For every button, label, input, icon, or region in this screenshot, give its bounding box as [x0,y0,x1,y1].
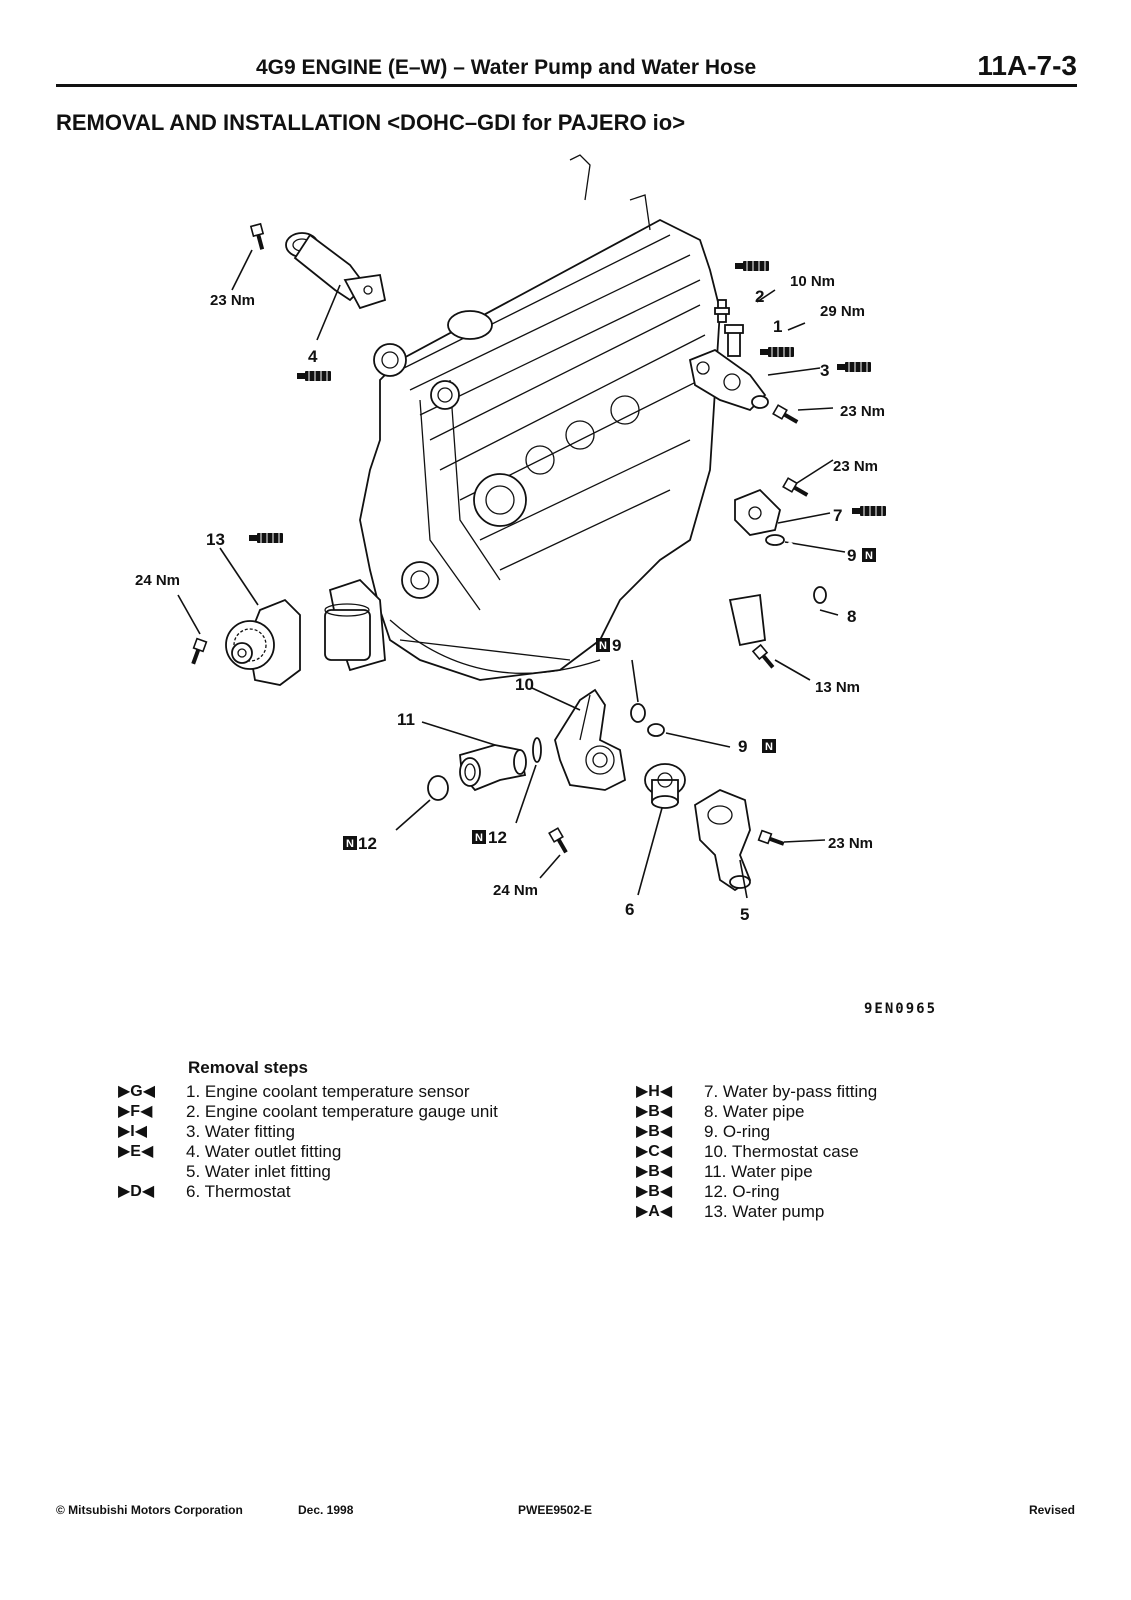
step-text: 2. Engine coolant temperature gauge unit [186,1102,498,1121]
part-2-temp-gauge-unit [714,299,730,323]
service-mark: ▶D◀ [118,1183,155,1200]
part-8-water-pipe [667,542,827,718]
step-row: ▶H◀ 7. Water by-pass fitting [636,1082,877,1102]
step-text: 3. Water fitting [186,1122,295,1141]
exploded-parts-diagram: N [135,154,887,924]
removal-steps-left: ▶G◀1. Engine coolant temperature sensor … [118,1082,516,1202]
callout-3: 3 [820,361,829,380]
torque-label: 23 Nm [833,458,878,475]
step-text: 4. Water outlet fitting [186,1142,342,1161]
torque-label: 13 Nm [815,679,860,696]
part-10-thermostat-case [554,688,626,791]
callout-10: 10 [515,675,534,694]
header-rule [56,84,1077,87]
service-mark: ▶A◀ [636,1203,673,1220]
callout-4: 4 [308,347,318,366]
callout-12: 12 [488,828,507,847]
callout-8: 8 [847,607,856,626]
callout-9: 9 [738,737,747,756]
step-row: ▶D◀ 6. Thermostat [118,1182,516,1202]
engine-block-drawing [324,154,721,681]
step-row: ▶E◀ 4. Water outlet fitting [118,1142,516,1162]
callout-6: 6 [625,900,634,919]
step-text: 13. Water pump [704,1202,825,1221]
torque-label: 23 Nm [840,403,885,420]
callout-1: 1 [773,317,782,336]
service-mark: ▶H◀ [636,1083,673,1100]
footer-copyright: © Mitsubishi Motors Corporation [56,1503,243,1517]
service-mark: ▶B◀ [636,1123,673,1140]
footer-status: Revised [1028,1503,1075,1517]
removal-steps-right: ▶H◀ 7. Water by-pass fitting ▶B◀ 8. Water … [636,1082,877,1222]
callout-2: 2 [755,287,764,306]
part-5-water-inlet-fitting [694,788,752,892]
service-mark: ▶B◀ [636,1183,673,1200]
part-11-water-pipe [459,744,527,792]
service-mark: ▶B◀ [636,1103,673,1120]
step-row: ▶B◀ 9. O-ring [636,1122,877,1142]
service-mark: ▶B◀ [636,1163,673,1180]
step-text: 1. Engine coolant temperature sensor [186,1082,470,1101]
service-mark: ▶G◀ [118,1083,156,1100]
header-title: 4G9 ENGINE (E–W) – Water Pump and Water … [256,56,757,79]
step-row: ▶B◀ 11. Water pipe [636,1162,877,1182]
step-text: 6. Thermostat [186,1182,291,1201]
step-row: ▶F◀ 2. Engine coolant temperature gauge u… [118,1102,516,1122]
callout-12: 12 [358,834,377,853]
torque-label: 29 Nm [820,303,865,320]
figure-code: 9EN0965 [864,1001,938,1017]
step-text: 11. Water pipe [704,1162,813,1181]
callout-11: 11 [397,710,415,729]
step-row: ▶B◀ 12. O-ring [636,1182,877,1202]
page-number: 11A-7-3 [977,50,1077,81]
torque-label: 23 Nm [828,835,873,852]
part-13-water-pump [225,598,301,686]
removal-steps-title: Removal steps [188,1058,308,1077]
service-mark: ▶I◀ [118,1123,148,1140]
part-6-thermostat [644,763,686,809]
step-text: 10. Thermostat case [704,1142,859,1161]
footer-date: Dec. 1998 [298,1503,354,1517]
part-1-coolant-temp-sensor [724,324,744,357]
step-row: ▶C◀ 10. Thermostat case [636,1142,877,1162]
part-3-water-fitting [688,348,769,412]
step-text: 12. O-ring [704,1182,780,1201]
step-row: ▶B◀ 8. Water pipe [636,1102,877,1122]
step-row: 5. Water inlet fitting [118,1162,516,1182]
torque-label: 10 Nm [790,273,835,290]
step-text: 9. O-ring [704,1122,771,1141]
part-7-water-bypass-fitting [734,488,781,536]
step-row: ▶A◀ 13. Water pump [636,1202,877,1222]
callout-7: 7 [833,506,842,525]
service-mark: ▶E◀ [118,1143,154,1160]
callout-9: 9 [847,546,856,565]
callout-5: 5 [740,905,749,924]
torque-label: 23 Nm [210,292,255,309]
callout-13: 13 [206,530,225,549]
step-row: ▶G◀ 1. Engine coolant temperature sensor [118,1082,516,1102]
step-text: 7. Water by-pass fitting [704,1082,878,1101]
torque-label: 24 Nm [135,572,180,589]
section-title: REMOVAL AND INSTALLATION <DOHC–GDI for P… [56,110,686,135]
part-4-water-outlet-fitting [285,232,387,310]
service-mark: ▶C◀ [636,1143,673,1160]
torque-label: 24 Nm [493,882,538,899]
step-text: 5. Water inlet fitting [186,1162,331,1181]
footer-doc-code: PWEE9502-E [518,1503,593,1517]
step-text: 8. Water pipe [704,1102,805,1121]
service-mark: ▶F◀ [118,1103,153,1120]
step-row: ▶I◀ 3. Water fitting [118,1122,516,1142]
callout-9: 9 [612,636,621,655]
